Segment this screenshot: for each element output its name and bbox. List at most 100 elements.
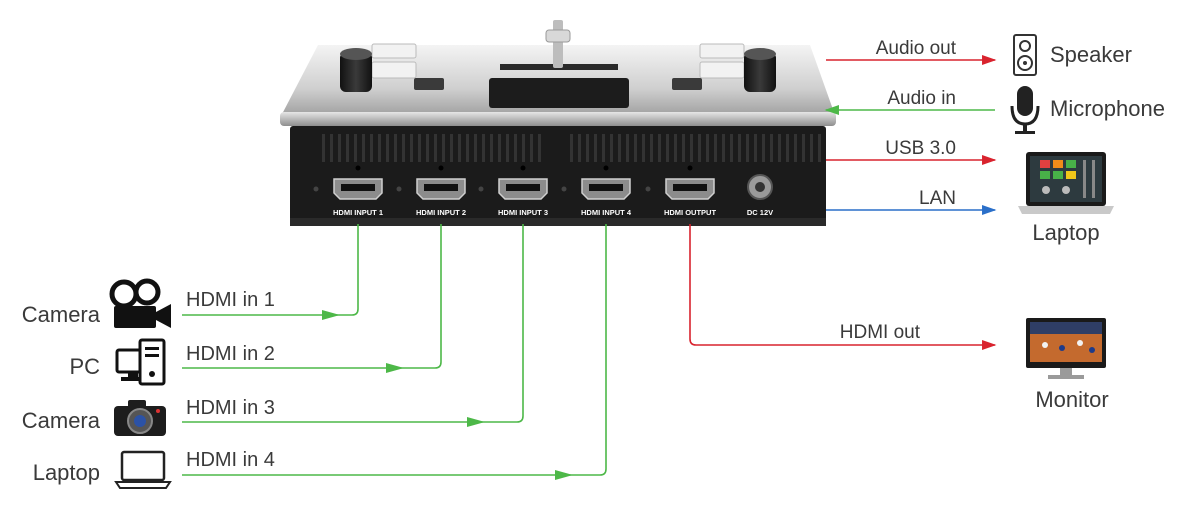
- vent-slot: [674, 134, 677, 162]
- input-source-label-4: Laptop: [33, 460, 100, 485]
- control-button: [699, 43, 745, 59]
- ventilation-slots: [322, 134, 821, 162]
- vent-slot: [650, 134, 653, 162]
- connection-line-hdmi-in-4: [182, 224, 607, 476]
- connection-line-hdmi-in-1: [182, 224, 359, 316]
- dslr-camera-icon: [114, 400, 166, 436]
- audio-out-label: Audio out: [876, 38, 957, 59]
- vent-slot: [354, 134, 357, 162]
- vent-slot: [586, 134, 589, 162]
- vent-slot: [594, 134, 597, 162]
- hdmi-port-5: HDMI OUTPUT: [645, 165, 716, 217]
- hdmi-port-3: HDMI INPUT 3: [478, 165, 548, 217]
- hdmi-port-1: HDMI INPUT 1: [313, 165, 383, 217]
- vent-slot: [570, 134, 573, 162]
- vent-slot: [722, 134, 725, 162]
- vent-slot: [410, 134, 413, 162]
- connection-line-hdmi-out: [689, 224, 997, 351]
- vent-slot: [370, 134, 373, 162]
- vent-slot: [602, 134, 605, 162]
- vent-slot: [378, 134, 381, 162]
- hdmi-in-label-3: HDMI in 3: [186, 397, 275, 419]
- vent-slot: [786, 134, 789, 162]
- vent-slot: [658, 134, 661, 162]
- input-connections: [182, 224, 607, 476]
- vent-slot: [618, 134, 621, 162]
- vent-slot: [778, 134, 781, 162]
- vent-slot: [538, 134, 541, 162]
- vent-slot: [514, 134, 517, 162]
- port-row: HDMI INPUT 1 HDMI INPUT 2 HDMI INPUT 3 HDMI…: [313, 165, 716, 217]
- vent-slot: [346, 134, 349, 162]
- vent-slot: [714, 134, 717, 162]
- vent-slot: [530, 134, 533, 162]
- vent-slot: [730, 134, 733, 162]
- vent-slot: [522, 134, 525, 162]
- monitor-label: Monitor: [1035, 387, 1108, 412]
- hdmi-in-label-4: HDMI in 4: [186, 449, 275, 471]
- vent-slot: [754, 134, 757, 162]
- hdmi-in-label-1: HDMI in 1: [186, 289, 275, 311]
- vent-slot: [738, 134, 741, 162]
- input-source-label-2: PC: [69, 354, 100, 379]
- vent-slot: [338, 134, 341, 162]
- preview-screen: [489, 78, 629, 108]
- input-source-label-3: Camera: [22, 408, 101, 433]
- control-button: [371, 43, 417, 59]
- port-label: HDMI INPUT 1: [333, 208, 383, 217]
- arrow-hdmi-in-4: [555, 470, 573, 480]
- vent-slot: [418, 134, 421, 162]
- t-bar-lever: [553, 20, 563, 68]
- hdmi-port-2: HDMI INPUT 2: [396, 165, 466, 217]
- control-button: [371, 61, 417, 79]
- vent-slot: [442, 134, 445, 162]
- vent-slot: [746, 134, 749, 162]
- control-button: [699, 61, 745, 79]
- vent-slot: [690, 134, 693, 162]
- device-rim: [280, 112, 836, 126]
- left-knob-top: [340, 48, 372, 60]
- vent-slot: [490, 134, 493, 162]
- port-label: HDMI INPUT 3: [498, 208, 548, 217]
- vent-slot: [322, 134, 325, 162]
- arrow-hdmi-in-1: [322, 310, 340, 320]
- vent-slot: [498, 134, 501, 162]
- vent-slot: [762, 134, 765, 162]
- port-label: HDMI INPUT 4: [581, 208, 632, 217]
- microphone-label: Microphone: [1050, 96, 1165, 121]
- power-label: DC 12V: [747, 208, 773, 217]
- t-bar-handle: [545, 29, 571, 43]
- video-camera-icon: [109, 278, 171, 328]
- vent-slot: [466, 134, 469, 162]
- vent-slot: [666, 134, 669, 162]
- vent-slot: [474, 134, 477, 162]
- vent-slot: [434, 134, 437, 162]
- connection-line-hdmi-in-3: [182, 224, 524, 423]
- vent-slot: [610, 134, 613, 162]
- vent-slot: [386, 134, 389, 162]
- hdmi-in-label-2: HDMI in 2: [186, 343, 275, 365]
- vent-slot: [394, 134, 397, 162]
- vent-slot: [682, 134, 685, 162]
- desktop-pc-icon: [115, 338, 166, 386]
- vent-slot: [506, 134, 509, 162]
- vent-slot: [402, 134, 405, 162]
- right-knob-top: [744, 48, 776, 60]
- vent-slot: [450, 134, 453, 162]
- arrow-hdmi-in-2: [386, 363, 404, 373]
- control-button: [414, 78, 444, 90]
- vent-slot: [458, 134, 461, 162]
- vent-slot: [482, 134, 485, 162]
- vent-slot: [330, 134, 333, 162]
- usb-label: USB 3.0: [885, 138, 956, 159]
- laptop-output-label: Laptop: [1032, 220, 1099, 245]
- connection-line-hdmi-in-2: [182, 224, 442, 369]
- vent-slot: [426, 134, 429, 162]
- lan-label: LAN: [919, 188, 956, 209]
- control-button: [672, 78, 702, 90]
- microphone-icon: [1010, 86, 1040, 134]
- vent-slot: [362, 134, 365, 162]
- vent-slot: [818, 134, 821, 162]
- audio-in-label: Audio in: [887, 88, 956, 109]
- laptop-icon: [114, 450, 172, 489]
